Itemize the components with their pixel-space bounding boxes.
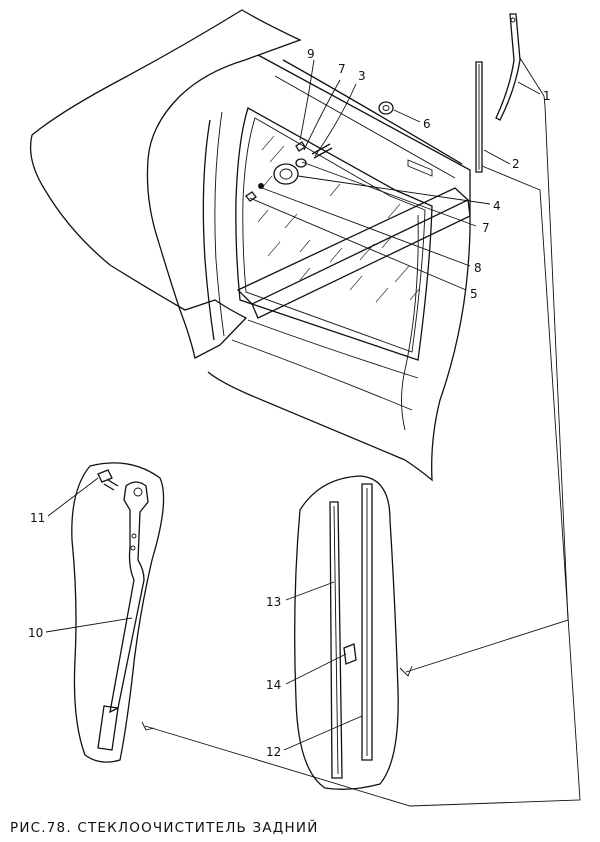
- callout-7-upper: 7: [338, 62, 346, 76]
- callout-labels: 1 2 3 4 5 6 7 7 8 9 10 11 12 13 14: [28, 47, 551, 759]
- figure-caption: РИС.78. СТЕКЛООЧИСТИТЕЛЬ ЗАДНИЙ: [10, 818, 319, 836]
- blade-detail-view: [294, 475, 399, 790]
- callout-2: 2: [512, 157, 520, 171]
- callout-6: 6: [423, 117, 431, 131]
- callout-12: 12: [266, 745, 281, 759]
- callout-4: 4: [493, 199, 501, 213]
- callout-1: 1: [543, 89, 551, 103]
- callout-5: 5: [470, 287, 478, 301]
- callout-8: 8: [474, 261, 482, 275]
- arm-detail-view: [71, 462, 165, 763]
- wiper-arm-small: [495, 13, 521, 121]
- rear-door-view: [29, 9, 471, 482]
- callout-11: 11: [30, 511, 45, 525]
- callout-7-lower: 7: [482, 221, 490, 235]
- callout-13: 13: [266, 595, 281, 609]
- callout-14: 14: [266, 678, 281, 692]
- wiper-blade-small: [475, 61, 483, 173]
- callout-9: 9: [307, 47, 315, 61]
- callout-3: 3: [358, 69, 366, 83]
- callout-10: 10: [28, 626, 43, 640]
- callout-leaders: [45, 59, 541, 751]
- leader-lines: [141, 57, 581, 807]
